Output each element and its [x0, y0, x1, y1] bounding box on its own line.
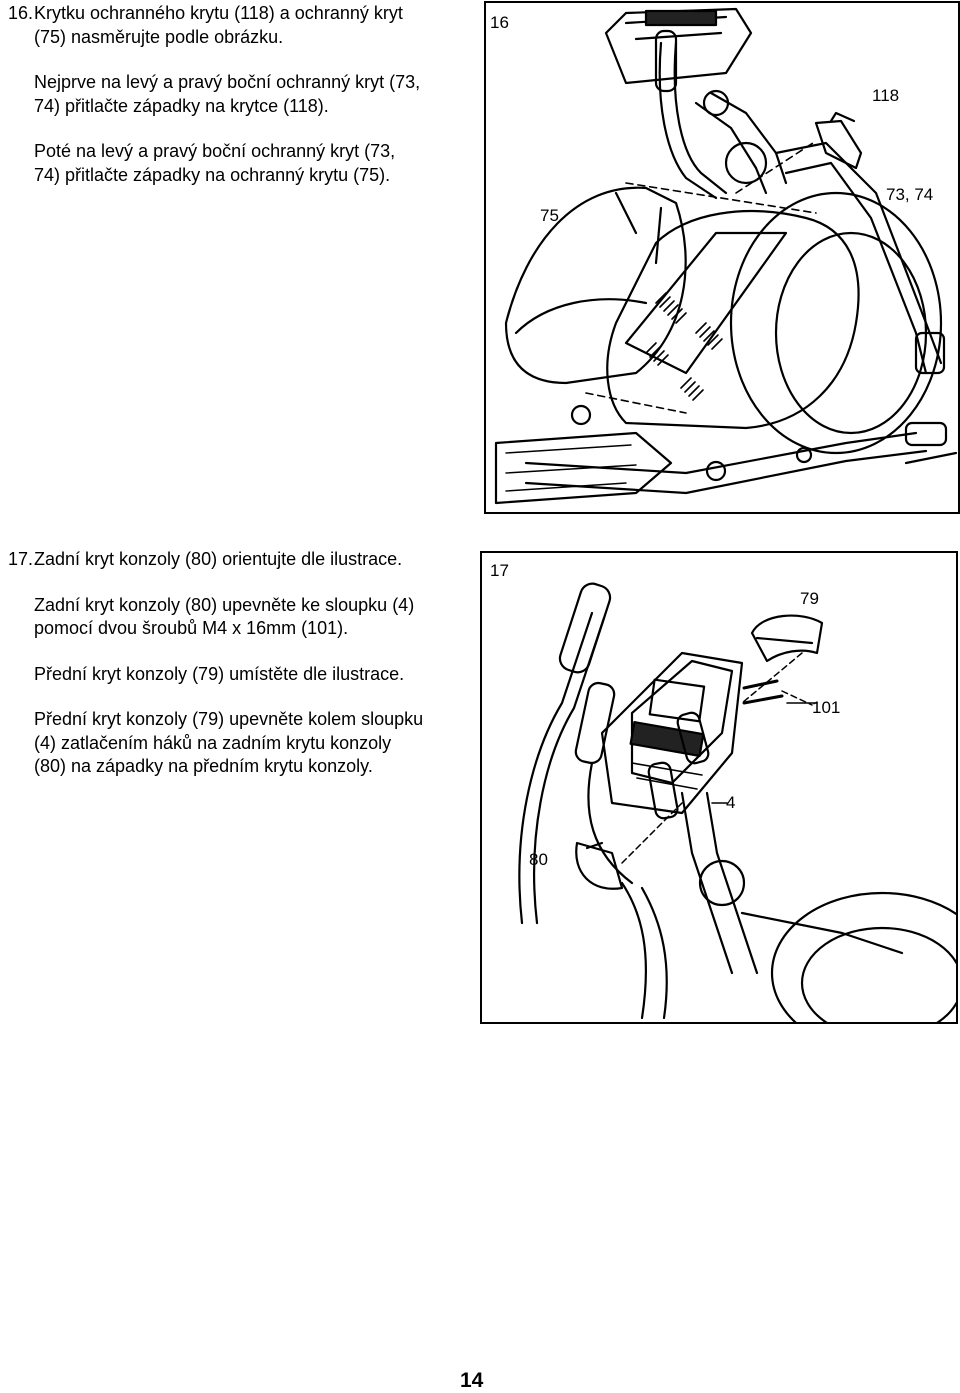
figure-16: 16 118 75 73, 74	[484, 1, 960, 514]
callout-73-74: 73, 74	[886, 185, 934, 204]
callout-80: 80	[529, 850, 548, 869]
step-17-para-2-line-2: pomocí dvou šroubů M4 x 16mm (101).	[34, 618, 349, 638]
step-16-para-3-line-1: Poté na levý a pravý boční ochranný kryt…	[34, 141, 396, 161]
step-16-para-2-line-1: Nejprve na levý a pravý boční ochranný k…	[34, 72, 421, 92]
figure-17-drawing	[518, 582, 956, 1022]
step-16-para-2-line-2: 74) přitlačte západky na krytce (118).	[34, 95, 329, 116]
step-17-line-1: Zadní kryt konzoly (80) orientujte dle i…	[34, 549, 403, 569]
step-16-para-3-line-2: 74) přitlačte západky na ochranný krytu …	[34, 164, 391, 185]
figure-17-number: 17	[490, 561, 509, 580]
step-17-instructions: 17. Zadní kryt konzoly (80) orientujte d…	[8, 548, 423, 779]
callout-4: 4	[726, 793, 736, 812]
page-number: 14	[460, 1369, 484, 1392]
step-17-para-4-line-2: (4) zatlačením háků na zadním krytu konz…	[34, 732, 392, 753]
step-16-line-1: Krytku ochranného krytu (118) a ochranný…	[34, 3, 403, 23]
figure-17: 17 79 101 4 80	[480, 551, 958, 1024]
callout-118: 118	[872, 86, 900, 105]
figure-16-drawing	[494, 7, 958, 505]
step-16-line-2: (75) nasměrujte podle obrázku.	[34, 26, 284, 47]
step-17-para-2-line-1: Zadní kryt konzoly (80) upevněte ke slou…	[34, 594, 415, 615]
callout-75: 75	[540, 206, 559, 225]
callout-79: 79	[800, 589, 819, 608]
step-17-number: 17.	[8, 549, 34, 569]
step-16-number: 16.	[8, 3, 34, 23]
step-17-para-3-line-1: Přední kryt konzoly (79) umístěte dle il…	[34, 663, 405, 684]
callout-101: 101	[812, 698, 841, 717]
step-17-para-4-line-3: (80) na západky na předním krytu konzoly…	[34, 756, 373, 776]
step-17-para-4-line-1: Přední kryt konzoly (79) upevněte kolem …	[34, 709, 424, 729]
step-16-instructions: 16. Krytku ochranného krytu (118) a ochr…	[8, 2, 420, 187]
figure-16-number: 16	[490, 13, 509, 32]
